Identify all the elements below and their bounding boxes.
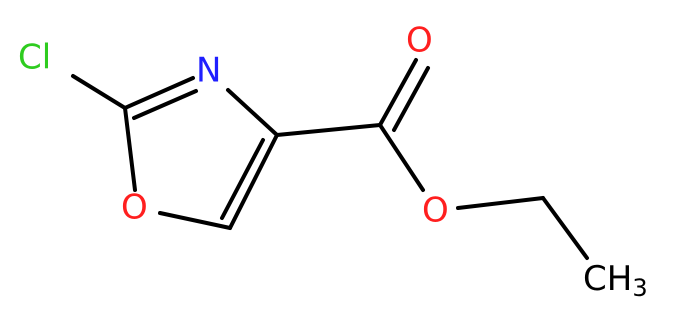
atom-chlorine: Cl [18,38,51,78]
atom-ring-oxygen: O [121,188,148,228]
bond-c4-c5-second [220,138,265,220]
atom-nitrogen: N [196,51,221,91]
bond-c-o-carbonyl-second [392,66,430,132]
bond-c4-ccarboxyl [275,123,382,137]
atom-methyl: CH3 [583,259,648,303]
bond-o1-c2 [123,106,137,192]
bond-c2-n-second [132,89,198,120]
bonds [71,58,589,260]
bond-c5-o1 [158,211,232,230]
bond-ch2-ch3 [541,196,589,260]
atom-methyl-subscript: 3 [632,274,647,302]
bond-c2-cl [71,74,127,110]
bond-c4-c5 [228,133,279,230]
bond-c-o-ester [378,123,425,192]
atom-labels: Cl N O O O CH3 [18,21,648,303]
bond-c-o-carbonyl [378,58,418,127]
atom-methyl-label: CH [583,259,632,299]
atom-carbonyl-oxygen: O [406,21,433,61]
bond-n-c4 [226,88,279,137]
atom-ester-oxygen: O [422,191,449,231]
bond-o-ch2 [456,196,545,210]
bond-c2-n [123,76,195,110]
